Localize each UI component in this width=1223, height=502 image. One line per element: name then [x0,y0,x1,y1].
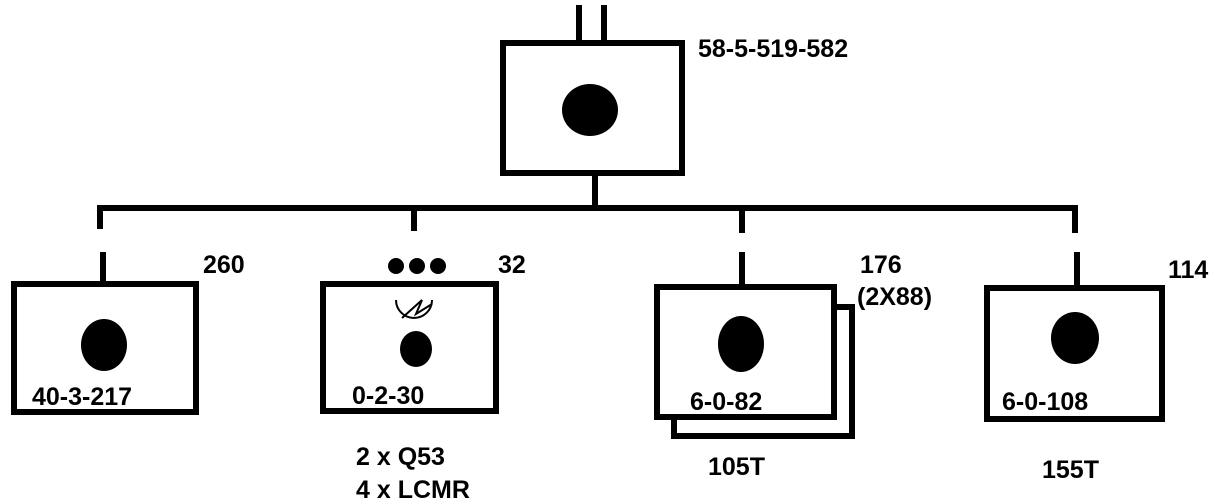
artillery-branch-icon [395,299,433,319]
root-unit-total: 58-5-519-582 [698,35,848,63]
child-unit-3-note: 105T [708,453,765,481]
child-unit-4-total: 114 [1168,256,1208,284]
child-unit-2-note-1: 2 x Q53 [356,443,445,471]
echelon-dot-1 [388,258,404,274]
child-unit-3-total: 176 [860,251,902,279]
child-unit-3-code: 6-0-82 [690,388,762,416]
child-unit-2-symbol [400,331,432,367]
child-unit-1-symbol [81,319,127,371]
child-unit-4-note: 155T [1042,456,1099,484]
child-unit-2-code: 0-2-30 [352,382,424,410]
child-unit-3: 6-0-82 176 (2X88) 105T [654,251,932,481]
child-unit-1: 40-3-217 260 [11,251,245,415]
child-unit-2-total: 32 [498,251,526,279]
child-unit-2: 0-2-30 32 2 x Q53 4 x LCMR [320,251,526,502]
child-unit-3-box-front [654,284,837,420]
root-unit-symbol [562,84,618,136]
child-unit-1-code: 40-3-217 [32,383,132,411]
echelon-dot-2 [409,258,425,274]
child-unit-3-symbol [718,316,764,372]
connector-lines [97,5,1080,288]
echelon-dot-3 [430,258,446,274]
child-unit-4-symbol [1051,312,1099,364]
child-unit-4-code: 6-0-108 [1002,388,1088,416]
child-unit-3-total-detail: (2X88) [857,283,932,311]
child-unit-4: 6-0-108 114 155T [984,256,1208,484]
child-unit-2-note-2: 4 x LCMR [356,476,470,502]
root-unit: 58-5-519-582 [500,35,848,176]
child-unit-1-total: 260 [203,251,245,279]
